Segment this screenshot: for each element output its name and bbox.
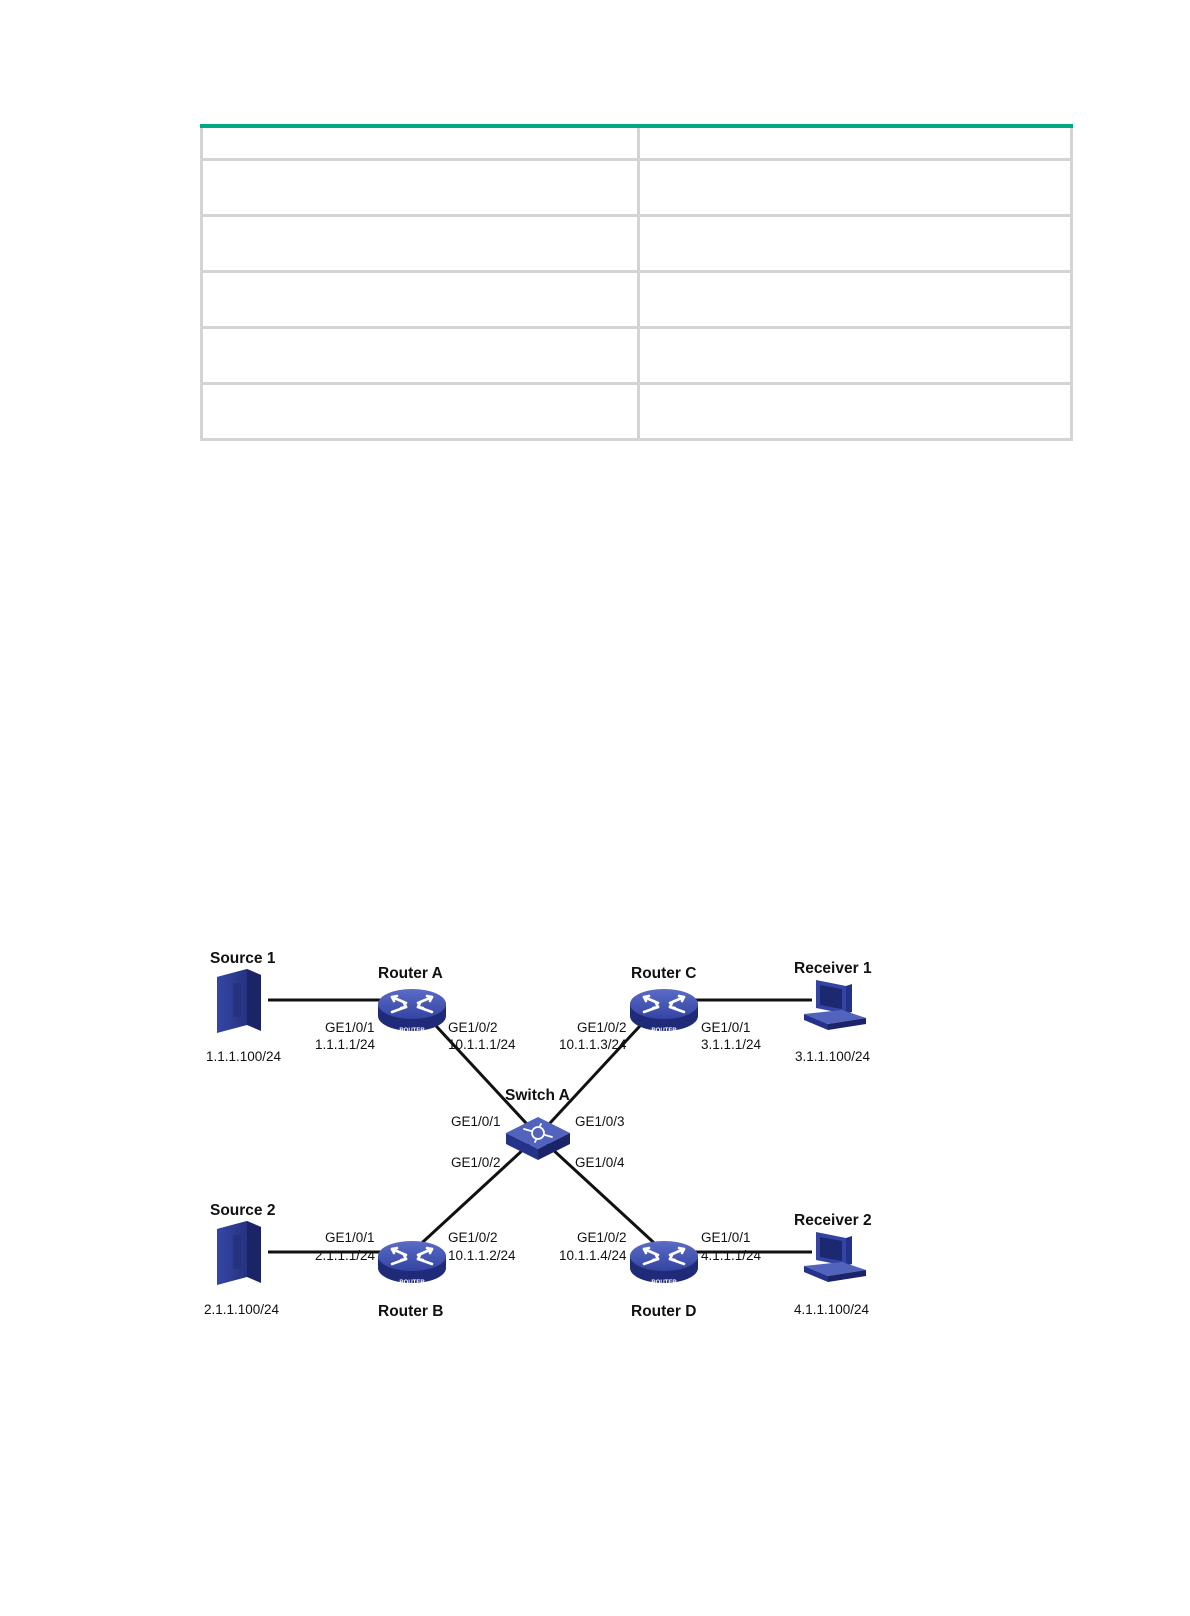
link-routerB-switchA xyxy=(410,1134,540,1254)
routerD-name: Router D xyxy=(631,1303,696,1320)
switchA-port-1: GE1/0/1 xyxy=(451,1114,501,1129)
table-row xyxy=(200,214,1073,273)
routerC-if2-ip: 10.1.1.3/24 xyxy=(559,1037,627,1052)
table-row xyxy=(200,270,1073,329)
receiver2-device: Receiver 2 4.1.1.100/24 xyxy=(794,1212,872,1317)
routerC-device: ROUTER Router C GE1/0/2 10.1.1.3/24 GE1/… xyxy=(559,965,762,1052)
receiver1-ip: 3.1.1.100/24 xyxy=(795,1049,871,1064)
empty-table xyxy=(200,124,1073,441)
server-icon xyxy=(217,969,261,1033)
server-icon xyxy=(217,1221,261,1285)
routerD-if2-port: GE1/0/2 xyxy=(577,1230,627,1245)
routerB-if1-ip: 2.1.1.1/24 xyxy=(315,1248,376,1263)
table-row xyxy=(200,158,1073,217)
switchA-port-3: GE1/0/3 xyxy=(575,1114,625,1129)
routerC-if1-port: GE1/0/1 xyxy=(701,1020,751,1035)
source1-name: Source 1 xyxy=(210,950,276,967)
source2-device: Source 2 2.1.1.100/24 xyxy=(204,1202,280,1317)
routerD-if1-ip: 4.1.1.1/24 xyxy=(701,1248,762,1263)
pc-icon xyxy=(804,980,866,1030)
link-routerD-switchA xyxy=(536,1134,666,1254)
source1-ip: 1.1.1.100/24 xyxy=(206,1049,282,1064)
routerA-name: Router A xyxy=(378,965,443,982)
source1-device: Source 1 1.1.1.100/24 xyxy=(206,950,282,1064)
routerD-if2-ip: 10.1.1.4/24 xyxy=(559,1248,627,1263)
receiver1-device: Receiver 1 3.1.1.100/24 xyxy=(794,960,872,1064)
table-cell xyxy=(200,382,640,441)
receiver1-name: Receiver 1 xyxy=(794,960,872,977)
router-icon xyxy=(376,987,448,1033)
routerD-if1-port: GE1/0/1 xyxy=(701,1230,751,1245)
switchA-device: Switch A GE1/0/1 GE1/0/2 GE1/0/3 GE1/0/4 xyxy=(451,1087,625,1170)
router-icon xyxy=(628,1239,700,1285)
router-badge: ROUTER xyxy=(399,1280,425,1286)
table-cell xyxy=(637,326,1073,385)
routerB-if2-port: GE1/0/2 xyxy=(448,1230,498,1245)
table-header-row xyxy=(200,124,1073,161)
table-cell xyxy=(637,270,1073,329)
table-cell xyxy=(637,124,1073,161)
table-row xyxy=(200,382,1073,441)
switchA-port-2: GE1/0/2 xyxy=(451,1155,501,1170)
table-cell xyxy=(200,326,640,385)
routerA-if1-port: GE1/0/1 xyxy=(325,1020,375,1035)
table-cell xyxy=(200,270,640,329)
switchA-port-4: GE1/0/4 xyxy=(575,1155,625,1170)
pc-icon xyxy=(804,1232,866,1282)
routerB-if2-ip: 10.1.1.2/24 xyxy=(448,1248,516,1263)
source2-name: Source 2 xyxy=(210,1202,275,1219)
routerC-name: Router C xyxy=(631,965,696,982)
table-cell xyxy=(200,214,640,273)
router-badge: ROUTER xyxy=(651,1280,677,1286)
source2-ip: 2.1.1.100/24 xyxy=(204,1302,280,1317)
table-row xyxy=(200,326,1073,385)
router-icon xyxy=(376,1239,448,1285)
table-cell xyxy=(200,124,640,161)
switch-icon xyxy=(506,1117,570,1160)
routerB-device: ROUTER Router B GE1/0/1 2.1.1.1/24 GE1/0… xyxy=(315,1230,516,1320)
routerA-if1-ip: 1.1.1.1/24 xyxy=(315,1037,376,1052)
table-cell xyxy=(637,214,1073,273)
router-icon xyxy=(628,987,700,1033)
routerA-device: ROUTER Router A GE1/0/1 1.1.1.1/24 GE1/0… xyxy=(315,965,516,1052)
routerC-if1-ip: 3.1.1.1/24 xyxy=(701,1037,762,1052)
routerB-name: Router B xyxy=(378,1303,443,1320)
router-badge: ROUTER xyxy=(651,1028,677,1034)
receiver2-name: Receiver 2 xyxy=(794,1212,872,1229)
routerA-if2-ip: 10.1.1.1/24 xyxy=(448,1037,516,1052)
router-badge: ROUTER xyxy=(399,1028,425,1034)
routerC-if2-port: GE1/0/2 xyxy=(577,1020,627,1035)
switchA-name: Switch A xyxy=(505,1087,570,1104)
routerD-device: ROUTER Router D GE1/0/2 10.1.1.4/24 GE1/… xyxy=(559,1230,762,1320)
routerB-if1-port: GE1/0/1 xyxy=(325,1230,375,1245)
routerA-if2-port: GE1/0/2 xyxy=(448,1020,498,1035)
table-cell xyxy=(637,158,1073,217)
receiver2-ip: 4.1.1.100/24 xyxy=(794,1302,870,1317)
table-cell xyxy=(637,382,1073,441)
table-cell xyxy=(200,158,640,217)
